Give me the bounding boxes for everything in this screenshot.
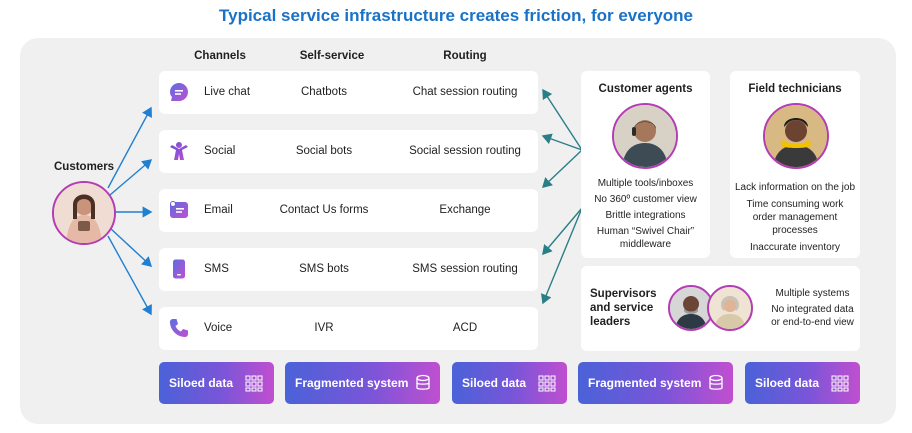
channels-header: Channels [194,50,246,62]
channel-row-sms: SMS SMS bots SMS session routing [159,248,538,291]
field-pain-points: Lack information on the job Time consumi… [730,181,860,254]
agents-line: Human “Swivel Chair” [596,226,695,237]
bar-label: Siloed data [169,376,234,390]
field-line: Inaccurate inventory [749,242,841,253]
supervisors-title-line: Supervisors [590,288,657,300]
channel-row-email: Email Contact Us forms Exchange [159,189,538,232]
leader-person-icon [709,287,751,329]
self-service-label: Contact Us forms [279,204,369,216]
supervisor-avatar-2 [707,285,753,331]
agent-arrow-social [541,133,583,151]
page-title: Typical service infrastructure creates f… [219,6,693,25]
agents-line: Multiple tools/inboxes [597,178,694,189]
bar-label: Siloed data [755,376,820,390]
field-line: Lack information on the job [734,182,856,193]
agent-arrow-sms [542,207,583,256]
siloed-data-bar: Siloed data [745,362,860,404]
bar-label: Fragmented system [295,376,409,390]
channel-row-social: Social Social bots Social session routin… [159,130,538,173]
customer-avatar [52,181,116,245]
fragmented-system-bar: Fragmented system [578,362,733,404]
routing-header: Routing [443,50,487,62]
bar-label: Siloed data [462,376,527,390]
supervisors-line: Multiple systems [775,288,850,299]
self-service-label: IVR [314,322,334,334]
agent-avatar [612,103,678,169]
field-line: processes [772,225,818,236]
customer-agents-card: Customer agents Multiple tools/inboxes N… [581,71,710,258]
database-icon [416,374,430,390]
data-grid-icon [831,375,849,392]
data-grid-icon [245,375,263,392]
supervisors-pain-points: Multiple systems No integrated data or e… [760,287,865,329]
supervisor-avatar-1 [668,285,714,331]
supervisors-title-line: leaders [590,316,631,328]
routing-label: SMS session routing [412,263,518,275]
agents-pain-points: Multiple tools/inboxes No 360º customer … [581,177,710,251]
supervisor-person-icon [670,287,712,329]
channel-label: Voice [204,322,233,334]
self-service-header: Self-service [299,50,365,62]
siloed-data-bar: Siloed data [159,362,274,404]
email-icon [170,201,188,218]
agents-title: Customer agents [598,83,693,95]
voice-phone-icon [170,319,188,337]
field-technicians-card: Field technicians Lack information on th… [730,71,860,258]
phone-sms-icon [173,259,185,279]
agent-arrow-voice [541,207,583,305]
data-grid-icon [538,375,556,392]
routing-label: Exchange [439,204,491,216]
customer-arrow-voice [107,235,152,316]
agents-line: Brittle integrations [605,210,686,221]
social-icon [170,142,188,160]
chat-icon [170,83,188,101]
database-icon [709,374,723,390]
agents-line: No 360º customer view [594,194,697,205]
fragmented-system-bar: Fragmented system [285,362,440,404]
agent-arrow-email [541,149,583,188]
siloed-data-bar: Siloed data [452,362,567,404]
supervisors-title: Supervisors and service leaders [590,287,656,329]
self-service-label: Social bots [295,145,353,157]
supervisors-title-line: and service [590,302,654,314]
agent-person-icon [614,105,676,167]
channel-label: Social [204,145,236,157]
technician-avatar [763,103,829,169]
channel-row-voice: Voice IVR ACD [159,307,538,350]
customer-arrow-sms [109,227,153,267]
field-line: order management [752,212,838,223]
routing-label: Social session routing [409,145,521,157]
customers-label: Customers [54,161,115,173]
field-line: Time consuming work [746,199,844,210]
supervisors-line: or end-to-end view [771,317,854,328]
bar-label: Fragmented system [588,376,702,390]
field-title: Field technicians [748,83,842,95]
channel-label: Email [204,204,233,216]
self-service-label: Chatbots [300,86,348,98]
channel-row-live-chat: Live chat Chatbots Chat session routing [159,71,538,114]
technician-person-icon [765,105,827,167]
customer-arrow-social [109,159,153,196]
self-service-label: SMS bots [299,263,349,275]
routing-label: Chat session routing [412,86,518,98]
customer-arrow-livechat [107,106,152,189]
agent-arrow-livechat [542,88,583,151]
customer-person-icon [54,183,114,243]
routing-label: ACD [452,322,478,334]
channel-label: SMS [204,263,229,275]
agents-line: middleware [619,239,672,250]
channel-label: Live chat [204,86,251,98]
supervisors-line: No integrated data [771,304,854,315]
